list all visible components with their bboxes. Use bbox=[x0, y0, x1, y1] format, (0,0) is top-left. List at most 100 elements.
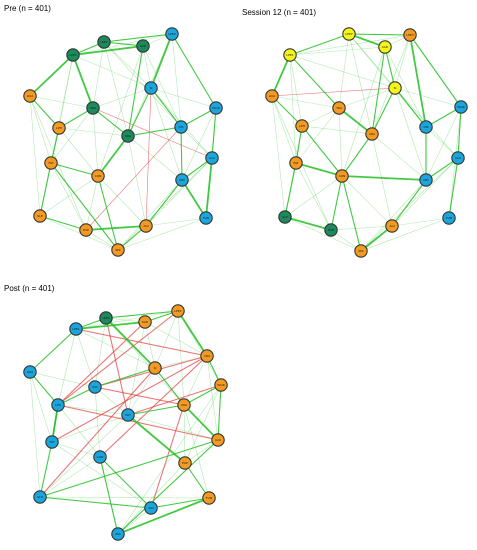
edge-weak bbox=[72, 54, 152, 89]
edge-strong bbox=[39, 496, 152, 509]
node-label: SLE bbox=[37, 214, 43, 218]
node-label: SAD bbox=[140, 44, 147, 48]
edge-weak bbox=[85, 175, 99, 231]
edge-weak bbox=[29, 95, 41, 217]
node-label: LPH bbox=[299, 124, 305, 128]
edge-weak bbox=[117, 157, 213, 251]
node-circle bbox=[199, 211, 213, 225]
edge-strong bbox=[97, 175, 119, 251]
edge-strong bbox=[409, 34, 427, 128]
node-circle bbox=[265, 89, 279, 103]
node-circle bbox=[324, 223, 338, 237]
node-label: LPE1 bbox=[72, 327, 79, 331]
node-circle bbox=[175, 173, 189, 187]
edge-weak bbox=[29, 371, 53, 443]
edge-weak bbox=[39, 496, 210, 499]
edge-strong bbox=[99, 456, 152, 509]
edge-strong bbox=[183, 404, 219, 441]
edge-weak bbox=[271, 95, 340, 109]
node-tra: TRA bbox=[200, 349, 214, 363]
node-circle bbox=[378, 40, 392, 54]
node-label: LIKA bbox=[269, 94, 276, 98]
node-label: FUN bbox=[203, 216, 209, 220]
node-circle bbox=[205, 151, 219, 165]
node-lpe1: LPE1 bbox=[66, 48, 80, 62]
edge-weak bbox=[75, 328, 156, 369]
edge-weak bbox=[289, 54, 303, 127]
edge-weak bbox=[171, 33, 182, 128]
node-agi: AGI bbox=[139, 219, 153, 233]
node-circle bbox=[144, 81, 158, 95]
edge-weak bbox=[145, 157, 213, 227]
node-gui: GUI bbox=[205, 151, 219, 165]
edge-weak bbox=[57, 328, 77, 406]
node-agi: AGI bbox=[144, 501, 158, 515]
node-label: LPH bbox=[56, 126, 62, 130]
node-lpe3: LPE3 bbox=[403, 28, 417, 42]
node-circle bbox=[174, 120, 188, 134]
node-circle bbox=[136, 39, 150, 53]
node-circle bbox=[111, 243, 125, 257]
node-circle bbox=[23, 89, 37, 103]
edge-weak bbox=[142, 45, 182, 128]
node-label: LPE2 bbox=[174, 309, 181, 313]
panel-title-session12: Session 12 (n = 401) bbox=[242, 8, 317, 17]
node-circle bbox=[97, 35, 111, 49]
node-label: CRY bbox=[125, 413, 131, 417]
node-circle bbox=[335, 169, 349, 183]
node-gui: GUI bbox=[451, 151, 465, 165]
node-label: AGI bbox=[389, 224, 394, 228]
edge-weak bbox=[94, 386, 101, 458]
node-circle bbox=[171, 304, 185, 318]
node-irr: IRR bbox=[111, 243, 125, 257]
edge-strong bbox=[180, 126, 183, 181]
edge-weak bbox=[180, 126, 213, 159]
edge-weak bbox=[371, 133, 427, 181]
node-circle bbox=[211, 433, 225, 447]
node-label: FAT bbox=[293, 161, 298, 165]
node-circle bbox=[99, 311, 113, 325]
node-lpe2: LPE2 bbox=[342, 27, 356, 41]
edge-weak bbox=[117, 217, 207, 251]
node-label: IRR bbox=[358, 249, 363, 253]
node-label: LPH bbox=[55, 403, 61, 407]
node-label: LIKA bbox=[27, 370, 34, 374]
node-circle bbox=[451, 151, 465, 165]
edge-weak bbox=[103, 41, 182, 128]
node-label: CRA bbox=[125, 134, 132, 138]
node-circle bbox=[354, 244, 368, 258]
edge-negative bbox=[85, 126, 182, 231]
node-circle bbox=[138, 315, 152, 329]
node-dis: DIS bbox=[88, 380, 102, 394]
edge-weak bbox=[348, 33, 373, 135]
node-cra: CRA bbox=[365, 127, 379, 141]
edge-weak bbox=[29, 371, 41, 498]
node-circle bbox=[385, 219, 399, 233]
node-circle bbox=[295, 119, 309, 133]
edge-weak bbox=[183, 404, 186, 464]
node-sle: SLE bbox=[33, 490, 47, 504]
node-circle bbox=[165, 27, 179, 41]
panel-title-post: Post (n = 401) bbox=[4, 284, 55, 293]
edge-strong bbox=[284, 162, 297, 218]
node-circle bbox=[144, 501, 158, 515]
node-label: TRA bbox=[335, 106, 343, 110]
node-circle bbox=[202, 491, 216, 505]
node-label: DIS bbox=[92, 385, 97, 389]
edge-strong bbox=[85, 225, 147, 231]
node-label: LPE1 bbox=[286, 53, 293, 57]
node-circle bbox=[45, 435, 59, 449]
edge-weak bbox=[206, 355, 219, 441]
edge-weak bbox=[57, 404, 129, 416]
node-circle bbox=[177, 398, 191, 412]
edge-strong bbox=[94, 367, 156, 388]
edge-weak bbox=[425, 106, 462, 181]
edge-negative bbox=[51, 355, 208, 443]
edge-negative bbox=[105, 317, 129, 416]
edge-weak bbox=[92, 87, 152, 109]
node-circle bbox=[86, 101, 100, 115]
edge-weak bbox=[92, 107, 99, 177]
edge-negative bbox=[145, 87, 152, 227]
node-circle bbox=[332, 101, 346, 115]
node-label: LPE3 bbox=[102, 316, 109, 320]
